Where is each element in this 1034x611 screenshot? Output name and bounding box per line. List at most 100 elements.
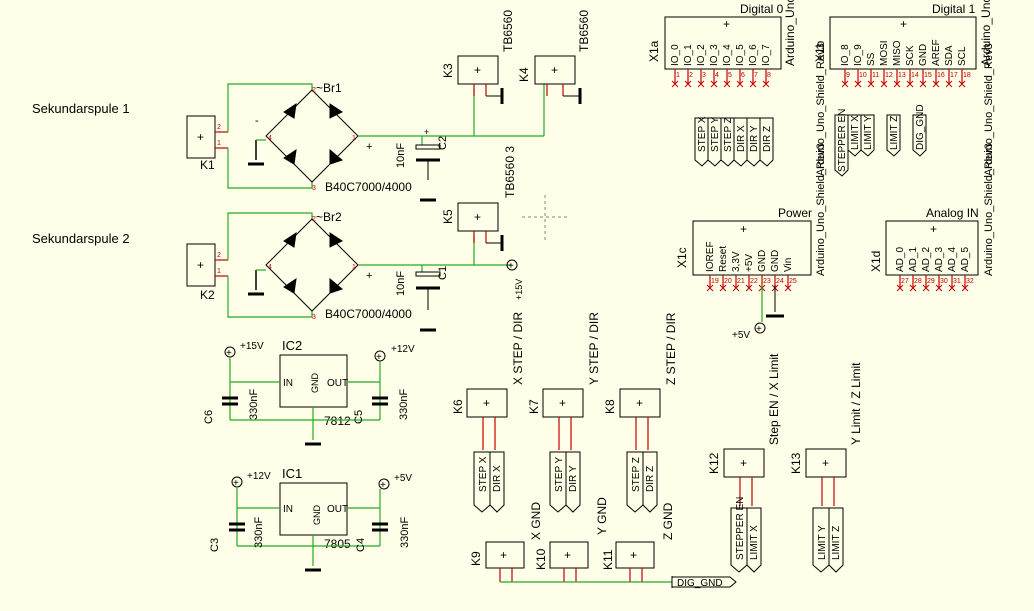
svg-text:5: 5 [728, 72, 732, 79]
capacitor-c5[interactable]: C5 330nF [353, 389, 410, 424]
svg-text:+: + [366, 270, 372, 282]
svg-text:1: 1 [352, 264, 356, 271]
connector-k1[interactable]: + K1 2 1 [186, 115, 228, 172]
x1a_pins-label-1: IO_1 [683, 44, 694, 66]
svg-text:13: 13 [898, 72, 906, 79]
x1b_pins-label-6: GND [918, 44, 929, 66]
k5-tb-label: TB6560 3 [503, 146, 517, 198]
svg-text:+: + [500, 548, 507, 562]
connector-k9[interactable]: + K9 [469, 541, 525, 582]
x1b_pins-label-9: SCL [957, 46, 968, 66]
svg-text:4: 4 [268, 264, 272, 271]
svg-text:DIR Z: DIR Z [645, 466, 656, 492]
br1-value: B40C7000/4000 [325, 180, 412, 194]
connector-k2[interactable]: + K2 2 1 [186, 243, 228, 302]
svg-text:-: - [255, 115, 259, 127]
svg-text:DIG_GND: DIG_GND [915, 104, 926, 150]
svg-text:DIR Y: DIR Y [749, 125, 760, 152]
svg-text:20: 20 [724, 278, 732, 285]
connector-k3[interactable]: + K3 TB6560 [441, 10, 515, 104]
regulator-ic2[interactable]: IC2 IN OUT GND 7812 [230, 338, 380, 446]
svg-text:+: + [630, 548, 637, 562]
c1-label: C1 [437, 266, 449, 280]
svg-text:+: + [474, 210, 481, 224]
svg-text:+: + [197, 258, 204, 272]
x1a_pins-label-0: IO_0 [670, 44, 681, 66]
svg-text:+15V: +15V [240, 341, 264, 352]
svg-text:K13: K13 [789, 452, 803, 474]
capacitor-c3[interactable]: C3 330nF [209, 517, 265, 552]
k4-tb-label: TB6560 [577, 10, 591, 52]
x1c_pins-label-5: GND [770, 250, 781, 272]
svg-text:+: + [636, 396, 643, 410]
x1a_pins-label-3: IO_3 [709, 44, 720, 66]
svg-text:15: 15 [924, 72, 932, 79]
svg-text:+12V: +12V [247, 471, 271, 482]
br1-label: ~Br1 [316, 81, 342, 95]
svg-text:4: 4 [268, 135, 272, 142]
connector-k12[interactable]: + K12 STEPPER EN LIMIT X [707, 448, 765, 573]
arduino-header-x1d[interactable]: Analog IN + X1d Arduino_Uno_Shield_Rev3 … [869, 143, 995, 292]
svg-text:OUT: OUT [327, 504, 348, 515]
svg-text:X1a: X1a [647, 40, 661, 62]
svg-text:+12V: +12V [391, 344, 415, 355]
svg-text:+: + [508, 261, 514, 272]
capacitor-c1[interactable]: 10nF C1 [395, 265, 449, 332]
connector-k5[interactable]: + K5 TB6560 3 [441, 146, 517, 251]
svg-text:X1b: X1b [813, 40, 827, 62]
svg-text:330nF: 330nF [248, 389, 260, 420]
svg-text:17: 17 [950, 72, 958, 79]
y-step-dir-label: Y STEP / DIR [587, 312, 601, 385]
svg-text:+: + [900, 17, 907, 31]
x1b_pins-label-4: MISO [892, 40, 903, 66]
connector-k13[interactable]: + K13 LIMIT Y LIMIT Z [789, 448, 847, 573]
capacitor-c2[interactable]: 10nF C2 + [395, 127, 449, 202]
svg-text:24: 24 [776, 278, 784, 285]
k1-label: K1 [200, 158, 215, 172]
x1c_pins-label-2: 3,3V [731, 251, 742, 272]
br2-value: B40C7000/4000 [325, 307, 412, 321]
svg-text:28: 28 [914, 278, 922, 285]
x1a-shield-label: Arduino_Uno_Shield_Rev3 [815, 43, 827, 176]
svg-text:+: + [723, 17, 730, 31]
svg-text:LIMIT Y: LIMIT Y [817, 525, 828, 560]
x1b_pins-label-7: AREF [931, 39, 942, 66]
bridge-rectifier-br2[interactable]: 2 3 4 1 + ~Br2 B40C7000/4000 [227, 210, 412, 321]
z-gnd-label: Z GND [661, 502, 675, 540]
c2-cap-value: 10nF [395, 143, 407, 168]
svg-text:6: 6 [741, 72, 745, 79]
connector-k7[interactable]: + K7 STEP Y DIR Y [527, 388, 584, 513]
svg-text:29: 29 [927, 278, 935, 285]
svg-text:DIR X: DIR X [492, 465, 503, 492]
x-gnd-label: X GND [529, 502, 543, 540]
x1a_pins-label-2: IO_2 [696, 44, 707, 66]
connector-k10[interactable]: + K10 [534, 541, 589, 582]
svg-text:16: 16 [937, 72, 945, 79]
svg-text:+: + [740, 456, 747, 470]
svg-text:GND: GND [312, 505, 322, 526]
svg-text:2: 2 [217, 124, 221, 131]
svg-text:+: + [376, 352, 382, 363]
svg-text:STEP Z: STEP Z [723, 117, 734, 152]
arduino-header-x1a[interactable]: Digital 0 + X1a Arduino_Uno_Shield_Rev3 … [647, 0, 797, 88]
svg-text:K10: K10 [534, 548, 548, 570]
capacitor-c6[interactable]: C6 330nF [203, 389, 260, 424]
svg-text:IN: IN [283, 504, 293, 515]
connector-k6[interactable]: + K6 STEP X DIR X [451, 388, 508, 513]
ic1-type: 7805 [324, 537, 351, 551]
bridge-rectifier-br1[interactable]: 2 3 4 1 - + ~Br1 B40C7000/4000 [227, 81, 412, 194]
connector-k4[interactable]: + K4 TB6560 [517, 10, 591, 104]
connector-k11[interactable]: + K11 [601, 541, 655, 582]
arduino-header-x1c[interactable]: Power + X1c IOREF19Reset203,3V21+5V22GND… [675, 206, 812, 292]
svg-text:OUT: OUT [327, 378, 348, 389]
svg-text:K8: K8 [603, 399, 617, 414]
connector-k8[interactable]: + K8 STEP Z DIR Z [603, 388, 661, 513]
svg-text:330nF: 330nF [398, 389, 410, 420]
svg-text:LIMIT X: LIMIT X [749, 525, 760, 560]
regulator-ic1[interactable]: IC1 IN OUT GND 7805 [237, 466, 380, 572]
svg-text:21: 21 [737, 278, 745, 285]
svg-text:+: + [226, 348, 232, 359]
arduino-header-x1b[interactable]: Digital 1 + X1b Arduino_Uno_Shield_Rev3 … [813, 0, 993, 88]
svg-text:+: + [233, 478, 239, 489]
capacitor-c4[interactable]: C4 330nF [355, 517, 411, 552]
